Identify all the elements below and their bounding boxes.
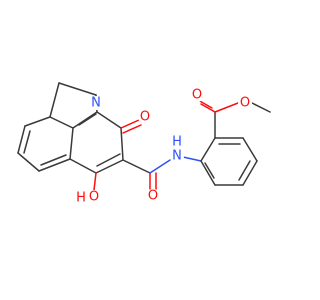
- atom-h-amide: H: [172, 135, 182, 150]
- atom-o-amide: O: [148, 189, 158, 204]
- bond: [93, 172, 97, 191]
- molecule-structure: N O O H N H O O O: [17, 82, 271, 206]
- atom-label-bg: [146, 189, 160, 203]
- bond: [17, 125, 26, 154]
- bond: [204, 162, 215, 179]
- atom-label-bg: [87, 190, 101, 204]
- bond: [78, 113, 97, 126]
- bond: [40, 154, 67, 166]
- bond: [17, 152, 40, 172]
- atom-o-ester-carbonyl: O: [192, 88, 202, 103]
- bond: [49, 82, 60, 118]
- bond: [120, 119, 140, 129]
- bond: [182, 156, 202, 162]
- atom-o-ester-ether: O: [240, 96, 250, 111]
- bond: [149, 159, 171, 174]
- atom-label-bg: [190, 88, 204, 102]
- atom-label-bg: [138, 110, 152, 124]
- bond: [122, 124, 142, 134]
- bond: [238, 160, 251, 181]
- atom-label-bg: [74, 191, 88, 205]
- bond: [24, 116, 51, 127]
- bond: [120, 127, 124, 161]
- bond: [49, 116, 74, 129]
- bond: [38, 158, 71, 172]
- bond: [200, 137, 216, 162]
- atom-h-hydroxyl: H: [76, 191, 86, 206]
- bond: [214, 102, 239, 113]
- bond: [72, 111, 98, 129]
- atom-n-amide: N: [172, 149, 182, 164]
- atom-label-bg: [238, 96, 252, 110]
- bond: [251, 102, 271, 113]
- bond: [122, 159, 151, 174]
- bond: [58, 82, 97, 96]
- atom-n-ring: N: [91, 96, 101, 111]
- bond: [200, 160, 216, 186]
- bond: [95, 159, 124, 174]
- bond: [200, 103, 216, 113]
- bond: [69, 158, 97, 174]
- atom-o-ketone: O: [140, 110, 150, 125]
- bond: [69, 127, 74, 160]
- bond: [96, 153, 121, 167]
- atom-label-bg: [89, 96, 103, 110]
- bond: [197, 99, 213, 109]
- atom-o-hydroxyl: O: [89, 190, 99, 205]
- bond: [242, 137, 258, 162]
- bond: [242, 160, 258, 186]
- bond: [23, 130, 31, 154]
- atom-label-bg: [170, 135, 184, 149]
- atom-label-bg: [170, 149, 184, 163]
- bond: [96, 111, 122, 129]
